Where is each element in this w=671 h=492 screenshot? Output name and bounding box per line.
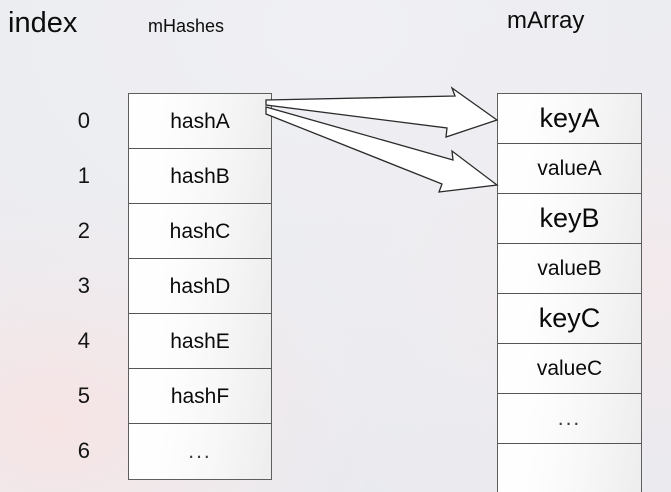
column-header-mhashes: mHashes: [148, 16, 225, 36]
marray-cell-valuec: valueC: [498, 344, 641, 394]
arrow-hasha-to-keya: [265, 86, 499, 138]
index-label: 3: [77, 272, 90, 298]
marray-cell-empty: [498, 444, 641, 492]
marray-table: keyA valueA keyB valueB keyC valueC ...: [497, 93, 642, 492]
mhashes-cell-3: hashD: [129, 259, 271, 314]
marray-cell-valueb: valueB: [498, 244, 641, 294]
column-header-marray: mArray: [507, 7, 585, 34]
mhashes-cell-1: hashB: [129, 149, 271, 204]
index-label: 4: [77, 327, 90, 353]
index-label: 0: [77, 107, 90, 133]
index-label: 1: [77, 162, 90, 188]
mhashes-cell-6-ellipsis: ...: [129, 424, 271, 479]
mhashes-cell-4: hashE: [129, 314, 271, 369]
index-label: 6: [77, 437, 90, 463]
index-column: 0 1 2 3 4 5 6: [28, 93, 90, 478]
mhashes-cell-5: hashF: [129, 369, 271, 424]
marray-cell-keyc: keyC: [498, 294, 641, 344]
mhashes-cell-2: hashC: [129, 204, 271, 259]
mhashes-cell-0: hashA: [129, 94, 271, 149]
column-header-index: index: [8, 7, 78, 39]
index-label: 5: [77, 382, 90, 408]
index-label: 2: [77, 217, 90, 243]
marray-cell-ellipsis: ...: [498, 394, 641, 444]
marray-cell-keya: keyA: [498, 94, 641, 144]
marray-cell-valuea: valueA: [498, 144, 641, 194]
mhashes-table: hashA hashB hashC hashD hashE hashF ...: [128, 93, 272, 480]
marray-cell-keyb: keyB: [498, 194, 641, 244]
arrow-hasha-to-valuea: [265, 106, 499, 193]
